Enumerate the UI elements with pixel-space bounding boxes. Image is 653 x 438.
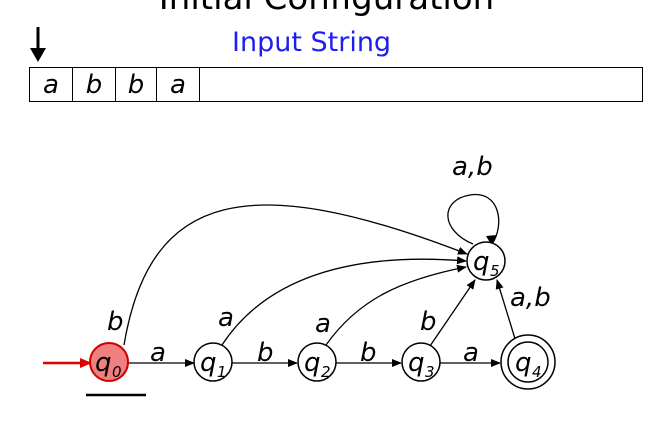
svg-text:4: 4 [532,363,542,381]
transition-q2-q5 [325,264,467,346]
transition-label: a [218,303,234,333]
transition-label: b [257,338,274,368]
state-q5: q 5 [466,241,506,281]
svg-text:q: q [200,348,217,378]
transition-q5-loop [447,193,500,245]
svg-text:0: 0 [112,363,122,381]
state-q0: q 0 [89,342,129,382]
svg-text:5: 5 [490,262,500,280]
transition-label: a,b [510,283,551,313]
svg-text:q: q [473,247,490,277]
tape-cell: b [116,68,157,101]
svg-text:q: q [408,348,425,378]
slide-title: Initial Configuration [0,0,653,18]
state-q1: q 1 [193,342,233,382]
svg-text:q: q [95,348,112,378]
input-string-label: Input String [232,27,392,58]
state-q4-final: q 4 [500,334,556,390]
tape-cell: a [157,68,200,101]
transition-label: a [150,338,166,368]
state-q2: q 2 [297,342,337,382]
transition-label: b [107,307,124,337]
svg-text:q: q [515,348,532,378]
svg-text:2: 2 [321,363,331,381]
transition-label: b [360,338,377,368]
state-q3: q 3 [401,342,441,382]
loop-arrowhead [486,235,497,246]
transition-label: a [315,309,331,339]
tape-head-arrow [30,27,46,62]
svg-text:3: 3 [425,363,435,381]
transition-label: a,b [452,152,493,182]
transition-q0-q5 [123,204,468,346]
transition-q1-q5 [221,256,467,346]
tape-cell: a [30,68,73,101]
transition-label: b [420,307,437,337]
transition-q4-q5 [495,279,517,343]
svg-text:1: 1 [217,363,227,381]
svg-text:q: q [304,348,321,378]
transition-q3-q5 [429,279,476,347]
input-tape: a b b a [29,67,643,102]
tape-cell: b [73,68,116,101]
transition-label: a [463,338,479,368]
